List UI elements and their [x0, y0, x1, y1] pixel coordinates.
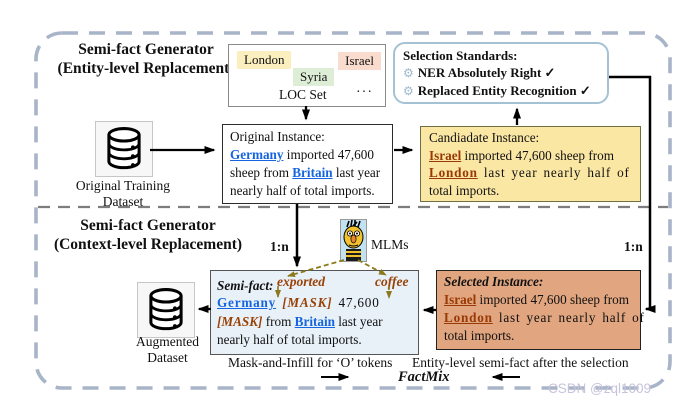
mask-token: [MASK]: [282, 295, 333, 310]
original-instance-box: Original Instance: Germany imported 47,6…: [222, 124, 393, 204]
context-generator-title-line2: (Context-level Replacement): [53, 236, 243, 253]
text-segment: total imports.: [429, 182, 500, 198]
text-line: [MASK] from Britain last year: [217, 313, 412, 332]
entity-germany: Germany: [217, 295, 277, 310]
selection-standards-title: Selection Standards:: [403, 48, 518, 63]
entity-generator-title: Semi-fact Generator (Entity-level Replac…: [50, 40, 242, 78]
original-dataset-label-line1: Original Training: [75, 178, 171, 193]
text-line: total imports.: [444, 327, 633, 345]
text-segment: nearly half of total imports.: [230, 183, 375, 198]
text-line: sheep from Britain last year: [230, 164, 385, 182]
entity-london: London: [429, 165, 478, 180]
candidate-instance-box: Candiadate Instance: Israel imported 47,…: [420, 126, 641, 202]
text-line: Israel imported 47,600 sheep from: [444, 291, 633, 309]
selection-standard-label: NER Absolutely Right ✓: [417, 65, 556, 80]
selection-standards-box: Selection Standards: ⚙ NER Absolutely Ri…: [393, 42, 609, 104]
text-segment: total imports.: [444, 328, 515, 343]
infill-word-exported: exported: [277, 274, 325, 289]
semi-fact-title: Semi-fact:: [217, 278, 274, 293]
ai-model-icon: ⚙: [403, 66, 414, 80]
entity-israel: Israel: [444, 292, 477, 307]
text-segment: last year: [332, 165, 381, 180]
database-icon: [107, 127, 141, 170]
text-line: nearly half of total imports.: [217, 331, 412, 350]
text-line: Germany imported 47,600: [230, 146, 385, 164]
entity-germany: Germany: [230, 147, 284, 162]
augmented-dataset-label-line2: Dataset: [147, 350, 188, 365]
text-segment: sheep from: [230, 165, 293, 180]
entity-britain: Britain: [294, 313, 335, 329]
watermark: CSDN @zql1009: [548, 381, 651, 396]
semi-fact-box: Semi-fact: exported coffee Germany [MASK…: [210, 270, 419, 355]
mask-token: [MASK]: [217, 313, 263, 329]
original-instance-title: Original Instance:: [230, 129, 325, 144]
ratio-label-left: 1:n: [270, 239, 289, 254]
text-segment: last year: [334, 313, 383, 329]
text-segment: last year nearly half of: [492, 310, 645, 325]
candidate-instance-title: Candiadate Instance:: [429, 130, 540, 145]
entity-britain: Britain: [292, 165, 333, 180]
semi-fact-header: Semi-fact: exported coffee: [217, 273, 412, 294]
ai-model-icon: ⚙: [403, 84, 414, 98]
text-segment: imported 47,600 sheep from: [476, 292, 629, 307]
text-line: London last year nearly half of: [444, 309, 644, 327]
text-line: Israel imported 47,600 sheep from: [429, 147, 632, 165]
loc-chip-israel: Israel: [338, 52, 381, 70]
ratio-label-right: 1:n: [624, 239, 643, 254]
entity-generator-title-line2: (Entity-level Replacement): [57, 60, 235, 77]
context-generator-title-line1: Semi-fact Generator: [80, 217, 216, 234]
database-icon: [149, 288, 183, 331]
text-line: total imports.: [429, 182, 632, 200]
text-segment: imported 47,600: [283, 147, 374, 162]
text-line: nearly half of total imports.: [230, 182, 385, 200]
mask-infill-note: Mask-and-Infill for ‘O’ tokens: [228, 355, 393, 370]
original-dataset-label: Original Training Dataset: [58, 178, 188, 210]
text-segment: last year nearly half of: [477, 165, 630, 180]
selected-instance-box: Selected Instance: Israel imported 47,60…: [436, 270, 644, 350]
text-segment: from: [262, 313, 295, 329]
original-dataset-icon: [95, 121, 153, 177]
original-dataset-label-line2: Dataset: [102, 194, 144, 209]
selection-standard-item: ⚙ NER Absolutely Right ✓: [403, 64, 599, 82]
selection-standard-label: Replaced Entity Recognition ✓: [417, 83, 591, 98]
text-line: Germany [MASK] 47,600: [217, 294, 412, 313]
loc-chip-london: London: [237, 51, 292, 69]
text-line: London last year nearly half of: [429, 164, 632, 182]
mlms-label: MLMs: [371, 237, 409, 252]
augmented-dataset-label-line1: Augmented: [136, 334, 199, 349]
augmented-dataset-icon: [137, 282, 195, 338]
text-segment: 47,600: [332, 295, 380, 310]
bert-mlm-icon: [340, 219, 367, 267]
loc-set-caption: LOC Set: [279, 87, 327, 102]
loc-set-ellipsis: ···: [356, 85, 373, 100]
entity-israel: Israel: [429, 147, 462, 163]
entity-generator-title-line1: Semi-fact Generator: [78, 41, 214, 58]
context-generator-title: Semi-fact Generator (Context-level Repla…: [48, 216, 248, 254]
infill-word-coffee: coffee: [375, 274, 409, 289]
factmix-label: FactMix: [398, 369, 450, 385]
augmented-dataset-label: Augmented Dataset: [125, 334, 210, 366]
text-segment: imported 47,600 sheep from: [461, 147, 614, 163]
entity-london: London: [444, 310, 493, 325]
selection-standard-item: ⚙ Replaced Entity Recognition ✓: [403, 82, 599, 100]
loc-set-box: London Syria Israel LOC Set ···: [228, 44, 386, 107]
loc-chip-syria: Syria: [293, 68, 335, 86]
text-segment: nearly half of total imports.: [217, 332, 362, 347]
selected-instance-title: Selected Instance:: [444, 274, 544, 289]
